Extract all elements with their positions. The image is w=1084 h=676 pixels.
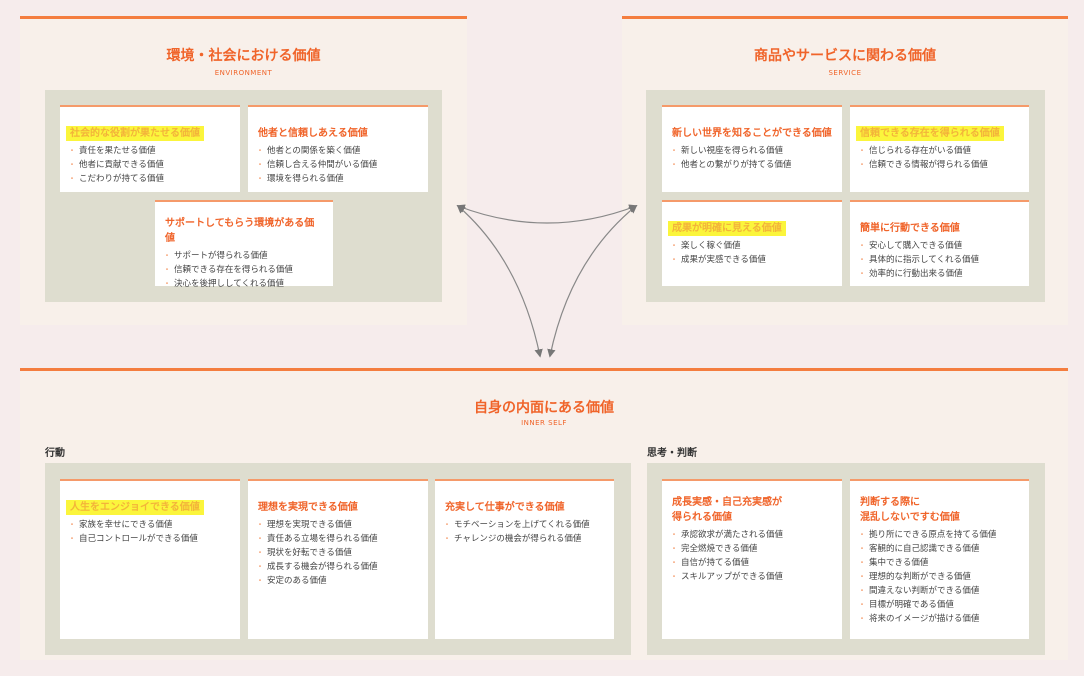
list-item: 成果が実感できる価値 bbox=[670, 253, 832, 267]
list-item: モチベーションを上げてくれる価値 bbox=[443, 518, 604, 532]
value-list: 信じられる存在がいる価値信頼できる情報が得られる価値 bbox=[858, 144, 1019, 172]
panel-subtitle: ENVIRONMENT bbox=[214, 69, 273, 77]
card-area-action: 人生をエンジョイできる価値家族を幸せにできる価値自己コントロールができる価値 理… bbox=[45, 463, 631, 655]
service-panel: 商品やサービスに関わる価値 SERVICE 新しい世界を知ることができる価値新し… bbox=[622, 16, 1068, 325]
value-card: 成長実感・自己充実感が 得られる価値承認欲求が満たされる価値完全燃焼できる価値自… bbox=[662, 479, 842, 639]
list-item: 信頼できる情報が得られる価値 bbox=[858, 158, 1019, 172]
value-list: 安心して購入できる価値具体的に指示してくれる価値効率的に行動出来る価値 bbox=[858, 239, 1019, 281]
list-item: 自己コントロールができる価値 bbox=[68, 532, 230, 546]
card-title: 充実して仕事ができる価値 bbox=[445, 502, 565, 513]
panel-title: 商品やサービスに関わる価値 bbox=[754, 48, 936, 64]
list-item: 責任ある立場を得られる価値 bbox=[256, 532, 418, 546]
value-list: 楽しく稼ぐ価値成果が実感できる価値 bbox=[670, 239, 832, 267]
value-list: 新しい視座を得られる価値他者との繋がりが持てる価値 bbox=[670, 144, 832, 172]
value-card: 新しい世界を知ることができる価値新しい視座を得られる価値他者との繋がりが持てる価… bbox=[662, 105, 842, 192]
list-item: 集中できる価値 bbox=[858, 556, 1019, 570]
card-title: 人生をエンジョイできる価値 bbox=[66, 500, 204, 515]
list-item: 拠り所にできる原点を持てる価値 bbox=[858, 528, 1019, 542]
value-card: サポートしてもらう環境がある価値サポートが得られる価値信頼できる存在を得られる価… bbox=[155, 200, 333, 291]
arrow-service-inner bbox=[547, 204, 638, 358]
list-item: スキルアップができる価値 bbox=[670, 570, 832, 584]
list-item: 効率的に行動出来る価値 bbox=[858, 267, 1019, 281]
card-title: サポートしてもらう環境がある価値 bbox=[165, 218, 315, 244]
list-item: 他者に貢献できる価値 bbox=[68, 158, 230, 172]
value-card: 社会的な役割が果たせる価値責任を果たせる価値他者に貢献できる価値こだわりが持てる… bbox=[60, 105, 240, 192]
list-item: 他者との繋がりが持てる価値 bbox=[670, 158, 832, 172]
panel-subtitle: SERVICE bbox=[828, 69, 862, 77]
value-card: 信頼できる存在を得られる価値信じられる存在がいる価値信頼できる情報が得られる価値 bbox=[850, 105, 1029, 192]
panel-subtitle: INNER SELF bbox=[521, 419, 567, 427]
card-title: 判断する際に 混乱しないですむ価値 bbox=[860, 497, 960, 523]
value-list: 拠り所にできる原点を持てる価値客観的に自己認識できる価値集中できる価値理想的な判… bbox=[858, 528, 1019, 626]
list-item: 目標が明確である価値 bbox=[858, 598, 1019, 612]
list-item: 間違えない判断ができる価値 bbox=[858, 584, 1019, 598]
arrow-env-service bbox=[456, 204, 638, 224]
list-item: 信頼し合える仲間がいる価値 bbox=[256, 158, 418, 172]
card-title: 成果が明確に見える価値 bbox=[668, 221, 786, 236]
list-item: 安心して購入できる価値 bbox=[858, 239, 1019, 253]
list-item: 安定のある価値 bbox=[256, 574, 418, 588]
list-item: 完全燃焼できる価値 bbox=[670, 542, 832, 556]
list-item: 現状を好転できる価値 bbox=[256, 546, 418, 560]
environment-panel: 環境・社会における価値 ENVIRONMENT 社会的な役割が果たせる価値責任を… bbox=[20, 16, 467, 325]
card-title: 成長実感・自己充実感が 得られる価値 bbox=[672, 497, 782, 523]
group-label-thinking: 思考・判断 bbox=[647, 448, 697, 459]
card-title: 社会的な役割が果たせる価値 bbox=[66, 126, 204, 141]
list-item: チャレンジの機会が得られる価値 bbox=[443, 532, 604, 546]
value-list: 他者との関係を築く価値信頼し合える仲間がいる価値環境を得られる価値 bbox=[256, 144, 418, 186]
value-list: モチベーションを上げてくれる価値チャレンジの機会が得られる価値 bbox=[443, 518, 604, 546]
list-item: 信じられる存在がいる価値 bbox=[858, 144, 1019, 158]
list-item: こだわりが持てる価値 bbox=[68, 172, 230, 186]
card-title: 新しい世界を知ることができる価値 bbox=[672, 128, 832, 139]
card-area: 社会的な役割が果たせる価値責任を果たせる価値他者に貢献できる価値こだわりが持てる… bbox=[45, 90, 442, 302]
value-card: 人生をエンジョイできる価値家族を幸せにできる価値自己コントロールができる価値 bbox=[60, 479, 240, 639]
list-item: 将来のイメージが描ける価値 bbox=[858, 612, 1019, 626]
value-list: 家族を幸せにできる価値自己コントロールができる価値 bbox=[68, 518, 230, 546]
list-item: 成長する機会が得られる価値 bbox=[256, 560, 418, 574]
list-item: 新しい視座を得られる価値 bbox=[670, 144, 832, 158]
panel-title: 自身の内面にある価値 bbox=[474, 400, 614, 416]
card-title: 他者と信頼しあえる価値 bbox=[258, 128, 368, 139]
list-item: 責任を果たせる価値 bbox=[68, 144, 230, 158]
group-label-action: 行動 bbox=[45, 448, 65, 459]
value-card: 成果が明確に見える価値楽しく稼ぐ価値成果が実感できる価値 bbox=[662, 200, 842, 286]
list-item: 自信が持てる価値 bbox=[670, 556, 832, 570]
list-item: 理想的な判断ができる価値 bbox=[858, 570, 1019, 584]
value-card: 簡単に行動できる価値安心して購入できる価値具体的に指示してくれる価値効率的に行動… bbox=[850, 200, 1029, 286]
value-card: 理想を実現できる価値理想を実現できる価値責任ある立場を得られる価値現状を好転でき… bbox=[248, 479, 428, 639]
list-item: 他者との関係を築く価値 bbox=[256, 144, 418, 158]
list-item: 理想を実現できる価値 bbox=[256, 518, 418, 532]
card-title: 理想を実現できる価値 bbox=[258, 502, 358, 513]
value-list: 承認欲求が満たされる価値完全燃焼できる価値自信が持てる価値スキルアップができる価… bbox=[670, 528, 832, 584]
inner-self-panel: 自身の内面にある価値 INNER SELF 行動 思考・判断 人生をエンジョイで… bbox=[20, 368, 1068, 660]
value-card: 充実して仕事ができる価値モチベーションを上げてくれる価値チャレンジの機会が得られ… bbox=[435, 479, 614, 639]
value-list: サポートが得られる価値信頼できる存在を得られる価値決心を後押ししてくれる価値 bbox=[163, 249, 323, 291]
card-title: 簡単に行動できる価値 bbox=[860, 223, 960, 234]
card-area: 新しい世界を知ることができる価値新しい視座を得られる価値他者との繋がりが持てる価… bbox=[646, 90, 1045, 302]
list-item: サポートが得られる価値 bbox=[163, 249, 323, 263]
card-title: 信頼できる存在を得られる価値 bbox=[856, 126, 1004, 141]
value-card: 他者と信頼しあえる価値他者との関係を築く価値信頼し合える仲間がいる価値環境を得ら… bbox=[248, 105, 428, 192]
list-item: 信頼できる存在を得られる価値 bbox=[163, 263, 323, 277]
value-list: 理想を実現できる価値責任ある立場を得られる価値現状を好転できる価値成長する機会が… bbox=[256, 518, 418, 588]
list-item: 客観的に自己認識できる価値 bbox=[858, 542, 1019, 556]
list-item: 家族を幸せにできる価値 bbox=[68, 518, 230, 532]
list-item: 具体的に指示してくれる価値 bbox=[858, 253, 1019, 267]
arrow-env-inner bbox=[456, 204, 543, 358]
list-item: 環境を得られる価値 bbox=[256, 172, 418, 186]
card-area-thinking: 成長実感・自己充実感が 得られる価値承認欲求が満たされる価値完全燃焼できる価値自… bbox=[647, 463, 1045, 655]
list-item: 承認欲求が満たされる価値 bbox=[670, 528, 832, 542]
value-card: 判断する際に 混乱しないですむ価値拠り所にできる原点を持てる価値客観的に自己認識… bbox=[850, 479, 1029, 639]
panel-title: 環境・社会における価値 bbox=[166, 48, 321, 64]
list-item: 楽しく稼ぐ価値 bbox=[670, 239, 832, 253]
value-list: 責任を果たせる価値他者に貢献できる価値こだわりが持てる価値 bbox=[68, 144, 230, 186]
list-item: 決心を後押ししてくれる価値 bbox=[163, 277, 323, 291]
